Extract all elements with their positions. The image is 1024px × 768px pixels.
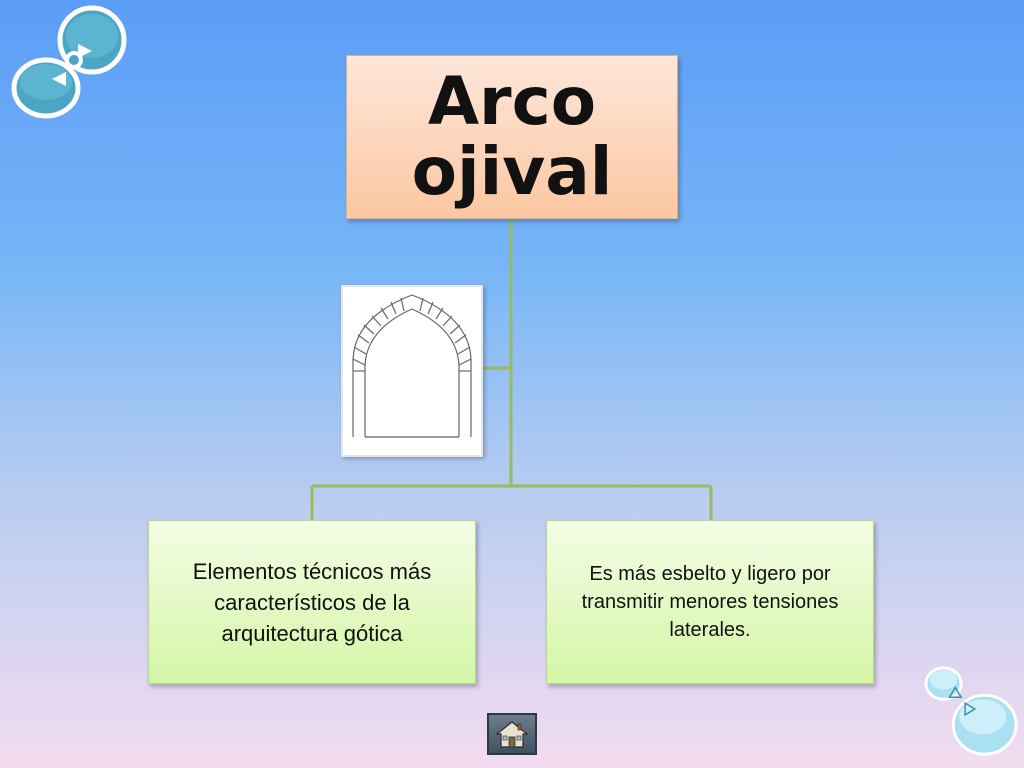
child-text: Es más esbelto y ligero por transmitir m… — [581, 563, 839, 641]
gothic-arch-picture — [341, 285, 483, 457]
infinity-logo-icon — [924, 666, 1018, 756]
infinity-logo-icon — [11, 5, 127, 119]
child-box-technical-elements: Elementos técnicos más característicos d… — [148, 520, 476, 684]
home-icon — [495, 721, 529, 748]
home-button[interactable] — [487, 713, 537, 755]
title-box: Arco ojival — [346, 55, 678, 219]
title-text: Arco ojival — [411, 63, 613, 210]
child-box-slender-description: Es más esbelto y ligero por transmitir m… — [546, 520, 874, 684]
gothic-arch-icon — [352, 294, 472, 438]
child-text: Elementos técnicos más característicos d… — [192, 558, 432, 646]
